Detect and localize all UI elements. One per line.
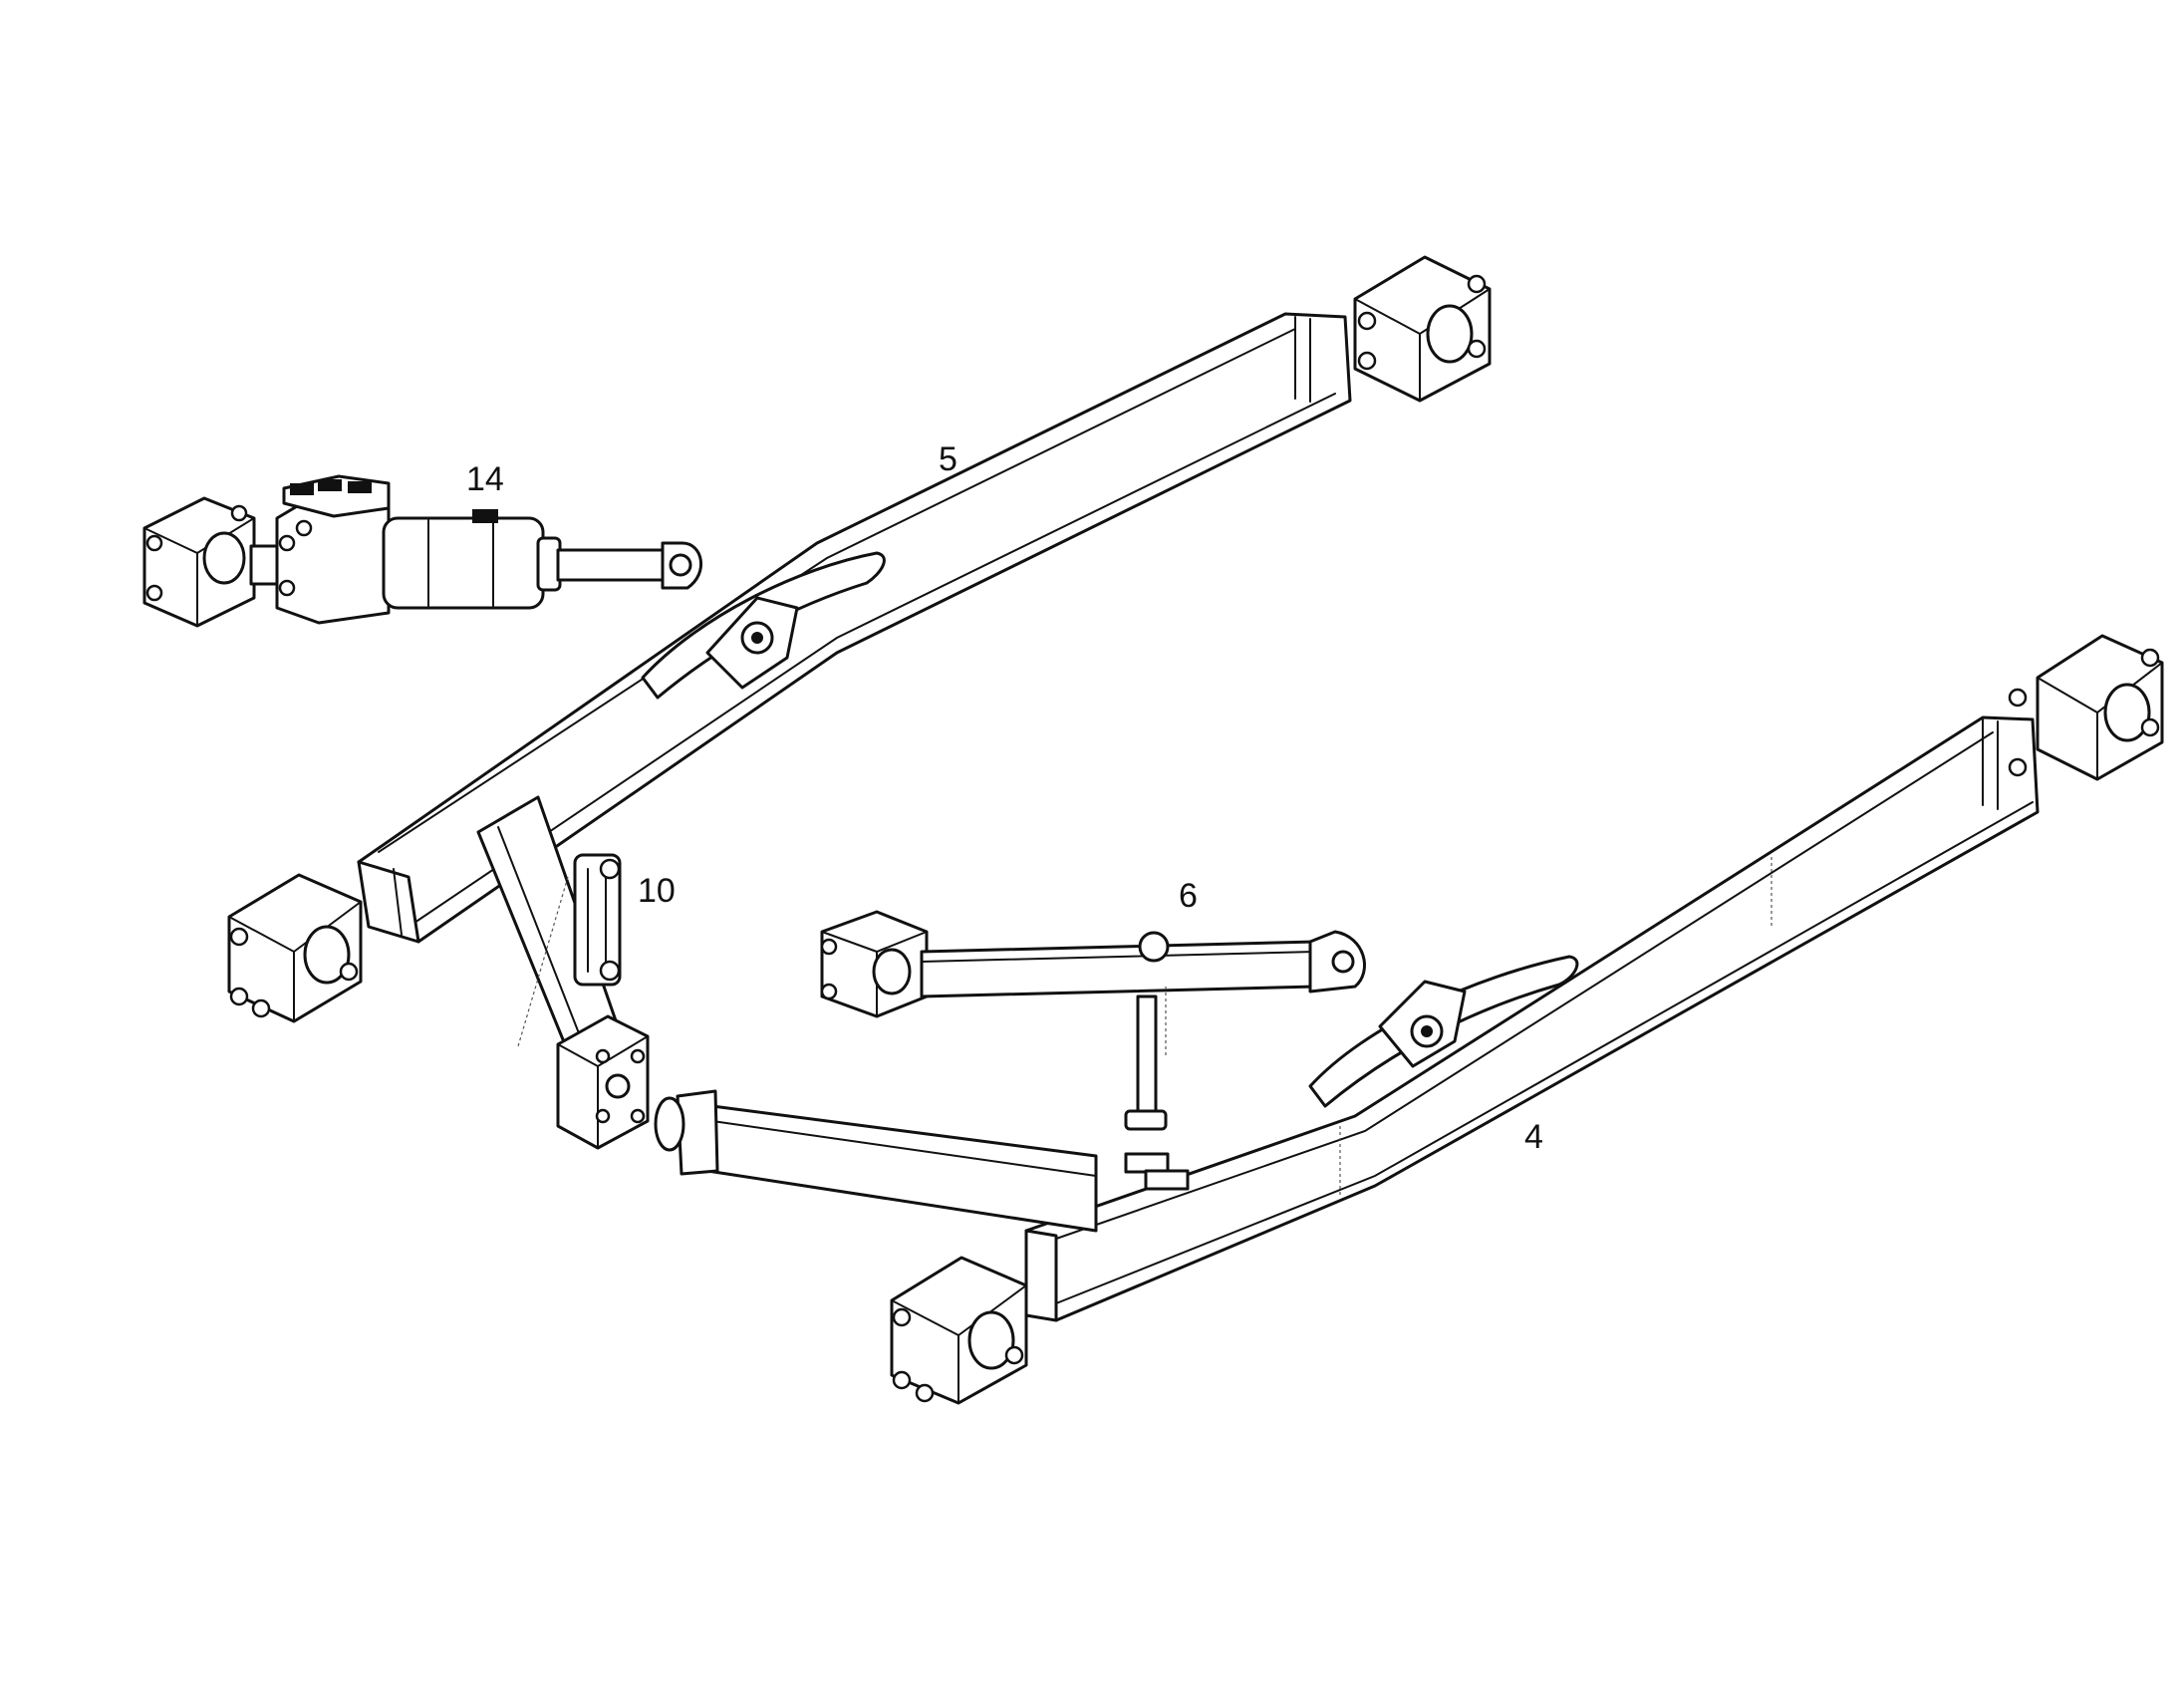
- stabilizer-part: [820, 910, 1366, 1131]
- callout-10: 10: [638, 872, 676, 910]
- upper-arm-part: [357, 312, 1352, 1078]
- callout-14: 14: [466, 460, 504, 498]
- lower-arm-near-clamp: [890, 1256, 1028, 1405]
- mounting-plate: [556, 1014, 650, 1150]
- callout-4: 4: [1524, 1118, 1543, 1156]
- upper-arm-far-clamp: [1353, 255, 1492, 403]
- upper-arm-near-clamp: [227, 873, 363, 1023]
- lift-cylinder-part: [142, 474, 703, 628]
- lower-arm-far-clamp: [2008, 634, 2164, 781]
- callout-5: 5: [939, 440, 957, 478]
- lower-arm-part: [654, 715, 2040, 1322]
- callout-6: 6: [1179, 877, 1198, 915]
- link-part: [573, 853, 622, 987]
